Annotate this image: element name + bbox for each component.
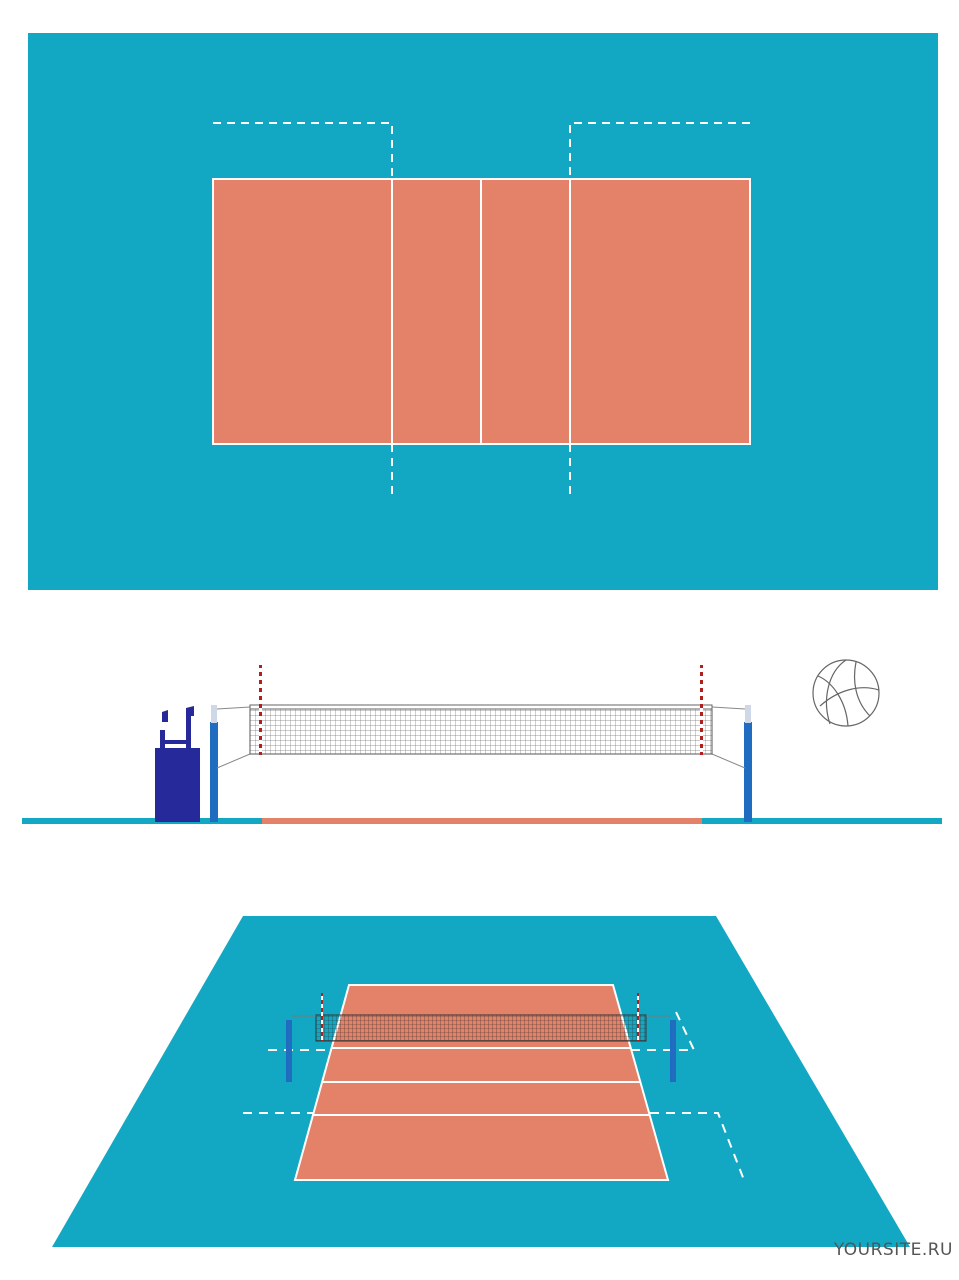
side-net — [249, 706, 713, 755]
attack-line-extensions — [213, 122, 750, 494]
perspective-view — [52, 916, 910, 1247]
top-view — [28, 33, 938, 590]
watermark-text: YOURSITE.RU — [833, 1240, 953, 1260]
perspective-left-antenna — [321, 993, 323, 1041]
right-antenna — [700, 665, 703, 755]
side-view-court — [262, 818, 702, 824]
perspective-dashed-extensions — [243, 1011, 745, 1181]
left-post-top — [211, 705, 217, 723]
net-cables — [216, 706, 746, 769]
perspective-court-lines — [313, 1047, 650, 1116]
side-net-top-band — [249, 704, 713, 710]
perspective-left-post — [286, 1020, 292, 1082]
left-antenna — [259, 665, 262, 755]
perspective-right-post — [670, 1020, 676, 1082]
right-post-top — [745, 705, 751, 723]
referee-stand-icon — [155, 706, 200, 822]
right-post — [744, 722, 752, 822]
left-post — [210, 722, 218, 822]
perspective-net — [315, 1014, 647, 1042]
volleyball-icon — [812, 659, 880, 727]
side-view — [22, 659, 942, 824]
perspective-right-antenna — [637, 993, 639, 1041]
